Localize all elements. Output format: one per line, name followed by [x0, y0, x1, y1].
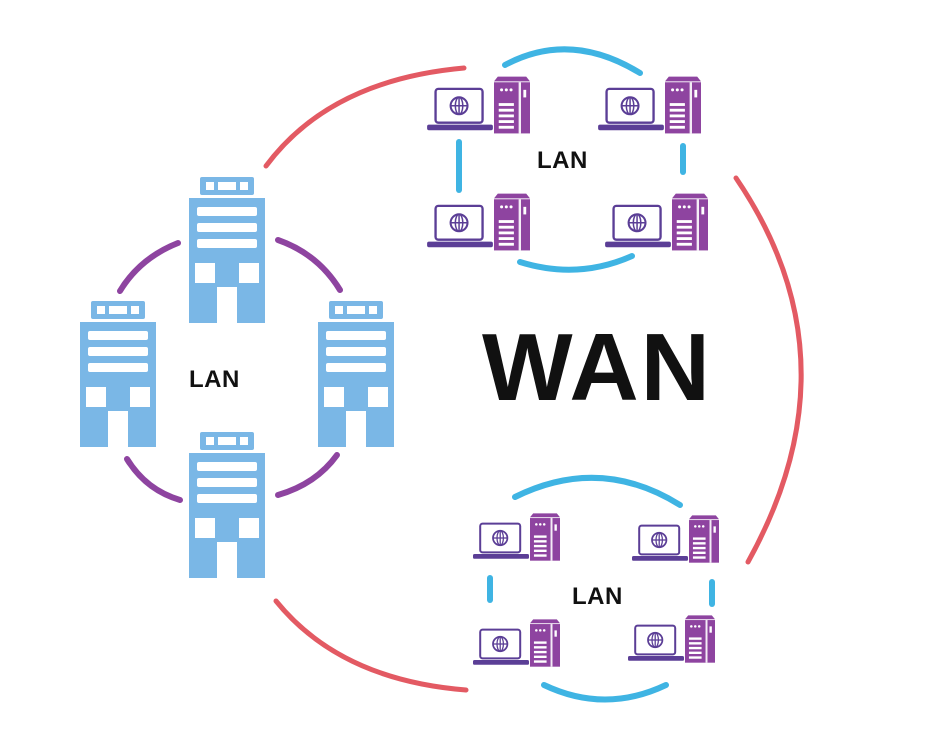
buildings-lan-ring: [117, 237, 343, 503]
office-building-icon-left: [80, 301, 156, 447]
buildings-arc-bottom-right: [275, 452, 340, 498]
laptop-globe-icon: [473, 628, 529, 666]
lan-label-buildings: LAN: [189, 366, 240, 393]
buildings-arc-bottom-left: [124, 456, 183, 503]
wan-arc-bottom-left: [273, 598, 469, 693]
top-lan-ring: [456, 46, 686, 273]
wan-label: WAN: [482, 314, 712, 421]
server-tower-icon: [530, 513, 560, 561]
lan-label-bottom: LAN: [572, 583, 623, 610]
buildings-arc-top-left: [117, 240, 181, 294]
server-tower-icon: [665, 76, 701, 134]
wan-ring: [263, 65, 804, 693]
wan-arc-right: [733, 175, 804, 565]
laptop-globe-icon: [473, 522, 529, 560]
laptop-globe-icon: [605, 204, 671, 249]
top-lan-arc-top: [502, 46, 643, 76]
wan-arc-top-left: [263, 65, 467, 169]
bottom-lan-ring: [487, 474, 715, 703]
bottom-lan-arc-top: [512, 474, 683, 508]
server-tower-icon: [494, 76, 530, 134]
server-tower-icon: [685, 615, 715, 663]
server-tower-icon: [494, 193, 530, 251]
top-lan-arc-bottom: [517, 253, 635, 273]
server-tower-icon: [530, 619, 560, 667]
office-building-icon-top: [189, 177, 265, 323]
server-tower-icon: [672, 193, 708, 251]
laptop-globe-icon: [427, 87, 493, 132]
laptop-globe-icon: [598, 87, 664, 132]
bottom-lan-arc-bottom: [541, 682, 669, 703]
server-tower-icon: [689, 515, 719, 563]
office-building-icon-bottom: [189, 432, 265, 578]
office-building-icon-right: [318, 301, 394, 447]
lan-label-top: LAN: [537, 147, 588, 174]
laptop-globe-icon: [427, 204, 493, 249]
laptop-globe-icon: [628, 624, 684, 662]
buildings-arc-top-right: [275, 237, 343, 293]
laptop-globe-icon: [632, 524, 688, 562]
